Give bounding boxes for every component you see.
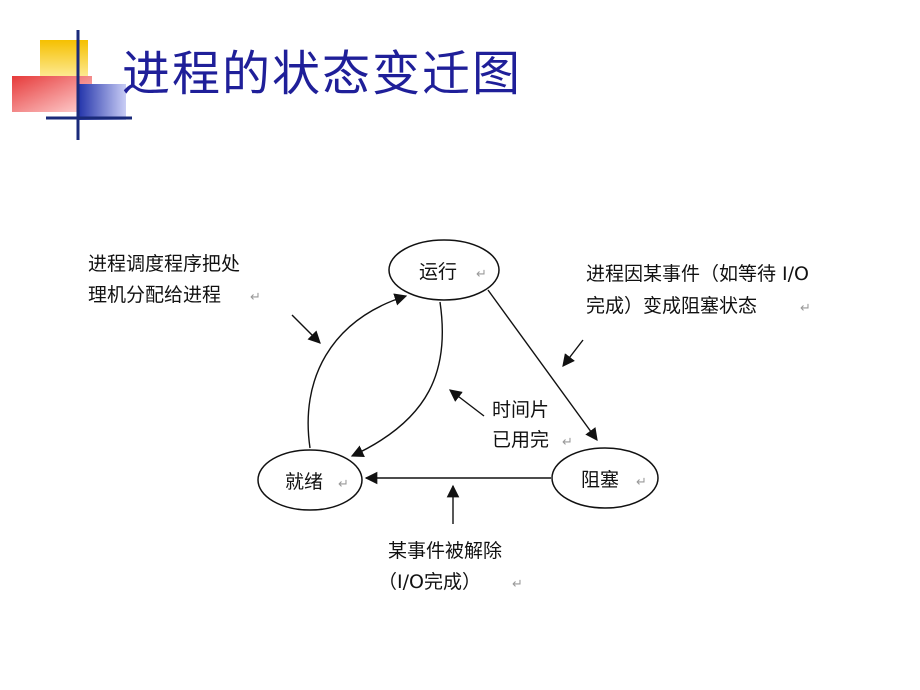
paragraph-mark: ↵ xyxy=(800,301,811,316)
paragraph-mark: ↵ xyxy=(512,577,523,592)
state-ready: 就绪 ↵ xyxy=(257,449,363,511)
pointer-dispatch xyxy=(291,314,321,344)
label-block: 进程因某事件（如等待 I/O 完成）变成阻塞状态 ↵ xyxy=(586,263,811,317)
state-blocked-label: 阻塞 xyxy=(581,469,619,491)
state-blocked: 阻塞 ↵ xyxy=(551,447,659,509)
paragraph-mark: ↵ xyxy=(636,475,647,490)
paragraph-mark: ↵ xyxy=(338,477,349,492)
pointer-timeout xyxy=(448,389,485,417)
label-line: 已用完 xyxy=(492,429,549,451)
paragraph-mark: ↵ xyxy=(476,267,487,282)
state-ready-label: 就绪 xyxy=(285,471,323,493)
state-running: 运行 ↵ xyxy=(388,239,500,301)
label-line: 理机分配给进程 xyxy=(88,284,221,306)
arrow-running-to-blocked xyxy=(487,289,598,442)
label-line: 时间片 xyxy=(492,399,549,421)
label-timeout: 时间片 已用完 ↵ xyxy=(492,399,573,451)
label-line: 完成）变成阻塞状态 xyxy=(586,295,757,317)
blue-square xyxy=(78,84,126,120)
arrow-ready-to-running xyxy=(307,293,408,449)
pointer-block xyxy=(562,339,584,367)
label-line: 进程因某事件（如等待 I/O xyxy=(586,263,809,285)
page-title: 进程的状态变迁图 xyxy=(122,46,523,102)
label-line: 某事件被解除 xyxy=(388,540,502,562)
label-line: （I/O完成） xyxy=(378,571,481,593)
corner-decoration xyxy=(12,30,132,140)
paragraph-mark: ↵ xyxy=(250,290,261,305)
state-running-label: 运行 xyxy=(419,261,457,283)
label-line: 进程调度程序把处 xyxy=(88,253,240,275)
arrow-running-to-ready xyxy=(350,301,444,457)
label-dispatch: 进程调度程序把处 理机分配给进程 ↵ xyxy=(88,253,261,306)
paragraph-mark: ↵ xyxy=(562,435,573,450)
label-wakeup: 某事件被解除 （I/O完成） ↵ xyxy=(378,540,523,593)
